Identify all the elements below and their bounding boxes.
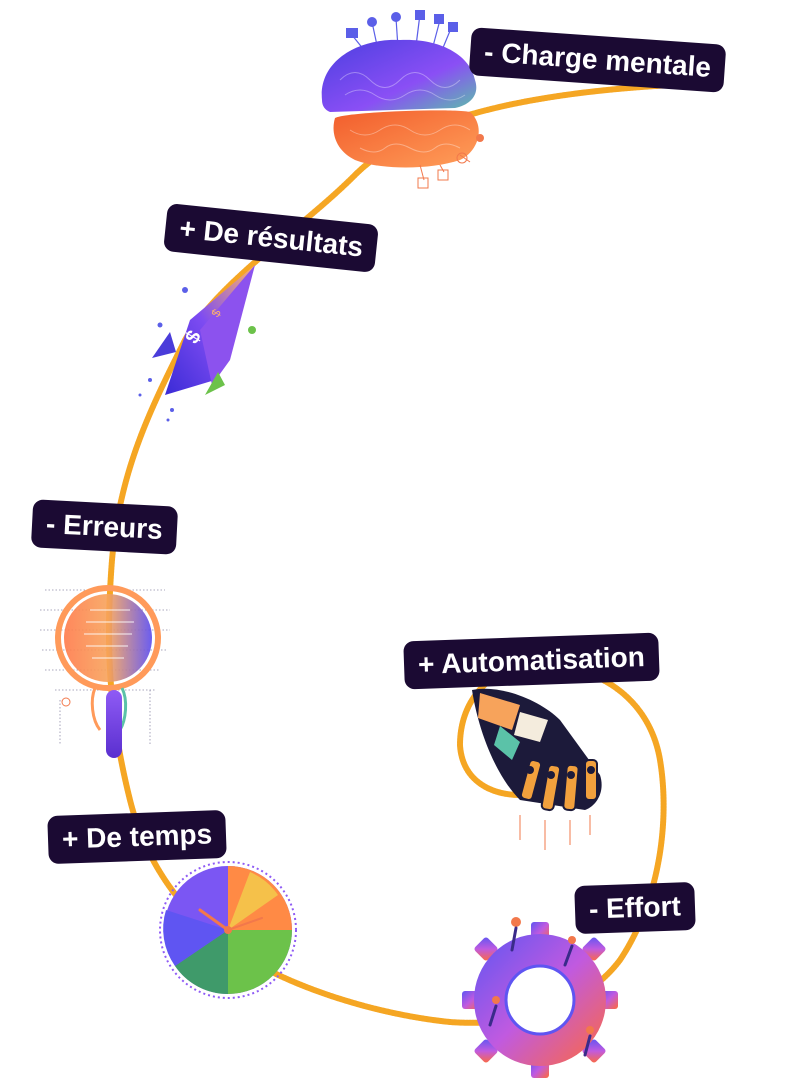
clock-icon bbox=[159, 861, 297, 999]
magnifying-glass-icon bbox=[40, 585, 170, 758]
robot-hand-icon bbox=[472, 688, 602, 850]
label-de-temps: + De temps bbox=[47, 809, 227, 865]
rocket-icon: $ $ bbox=[138, 265, 256, 422]
label-effort: - Effort bbox=[574, 881, 696, 935]
label-erreurs: - Erreurs bbox=[30, 499, 178, 555]
gear-icon bbox=[462, 917, 618, 1078]
brain-icon bbox=[321, 10, 484, 189]
label-automatisation: + Automatisation bbox=[403, 632, 660, 690]
